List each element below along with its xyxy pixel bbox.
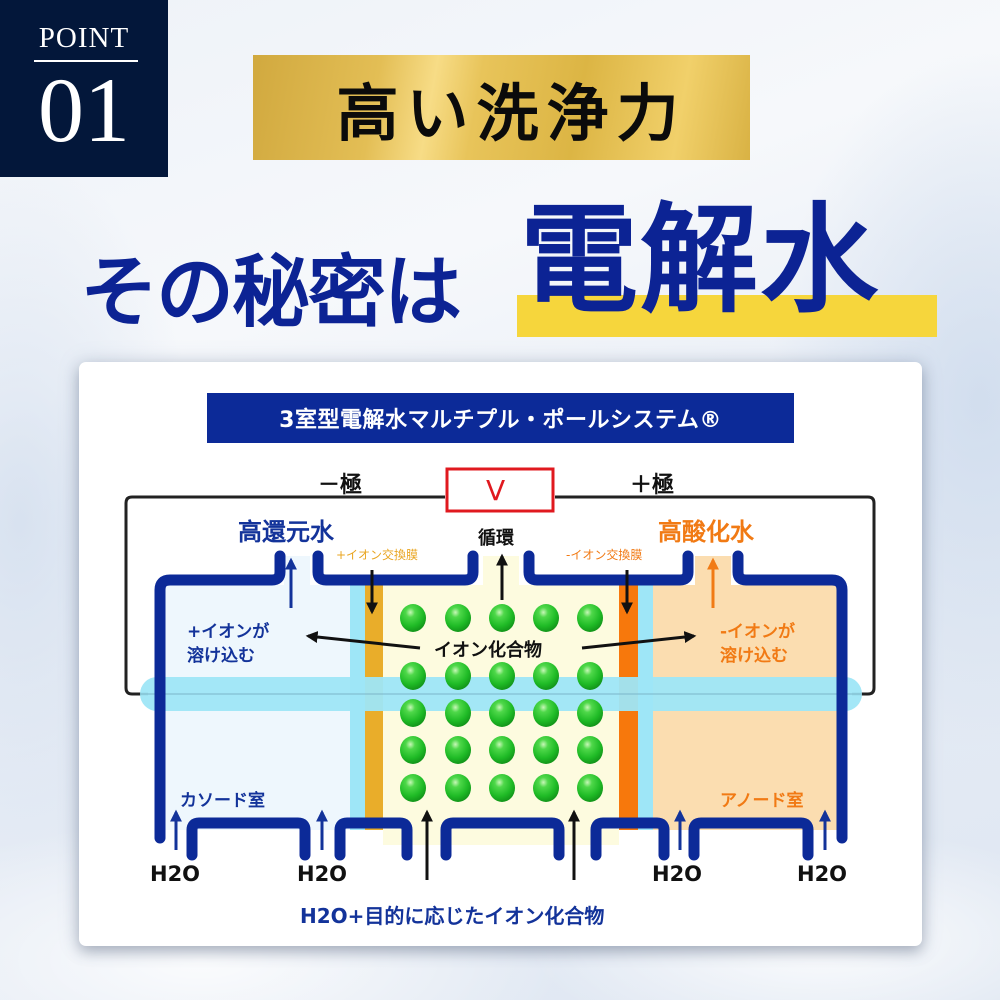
point-badge: POINT 01	[0, 0, 168, 177]
point-label: POINT	[38, 22, 130, 54]
cation-dissolve-line1: +イオンが	[187, 622, 270, 642]
input-h2o-3: H2O	[652, 862, 703, 886]
ion-compound-particles	[400, 604, 603, 802]
point-number: 01	[38, 59, 130, 161]
gold-banner: 高い洗浄力	[253, 55, 750, 160]
circulation-label: 循環	[478, 528, 514, 549]
input-h2o-1: H2O	[150, 862, 201, 886]
headline-emphasis: 電解水	[520, 190, 881, 329]
center-input-label: H2O+目的に応じたイオン化合物	[300, 904, 605, 928]
cation-membrane-label: +イオン交換膜	[336, 548, 419, 562]
headline-prefix: その秘密は	[80, 247, 462, 338]
anion-dissolve-line1: -イオンが	[720, 622, 796, 642]
input-h2o-2: H2O	[297, 862, 348, 886]
flow-arrows	[170, 553, 831, 880]
anion-membrane-label: -イオン交換膜	[566, 548, 643, 562]
negative-pole-label: －極	[318, 473, 363, 498]
anode-chamber-label: アノード室	[720, 791, 804, 811]
anion-dissolve-label: -イオンが 溶け込む	[720, 620, 795, 668]
headline: その秘密は 電解水	[80, 190, 960, 340]
headline-highlight	[517, 295, 937, 337]
positive-pole-label: ＋極	[630, 473, 675, 498]
voltmeter-box	[445, 467, 555, 513]
diagram-title: 3室型電解水マルチプル・ポールシステム®	[207, 393, 794, 443]
banner-text: 高い洗浄力	[336, 76, 687, 150]
chamber-walls	[154, 550, 848, 861]
ion-compound-label: イオン化合物	[432, 636, 544, 662]
cation-dissolve-line2: 溶け込む	[187, 646, 255, 666]
point-divider	[34, 60, 138, 62]
anode-output-label: 高酸化水	[658, 518, 754, 546]
cation-dissolve-label: +イオンが 溶け込む	[187, 620, 269, 668]
cathode-output-label: 高還元水	[238, 518, 334, 546]
input-h2o-4: H2O	[797, 862, 848, 886]
voltmeter-label: V	[486, 474, 506, 507]
cathode-chamber-label: カソード室	[180, 791, 265, 811]
circuit-wire	[124, 495, 876, 696]
anion-dissolve-line2: 溶け込む	[720, 646, 788, 666]
